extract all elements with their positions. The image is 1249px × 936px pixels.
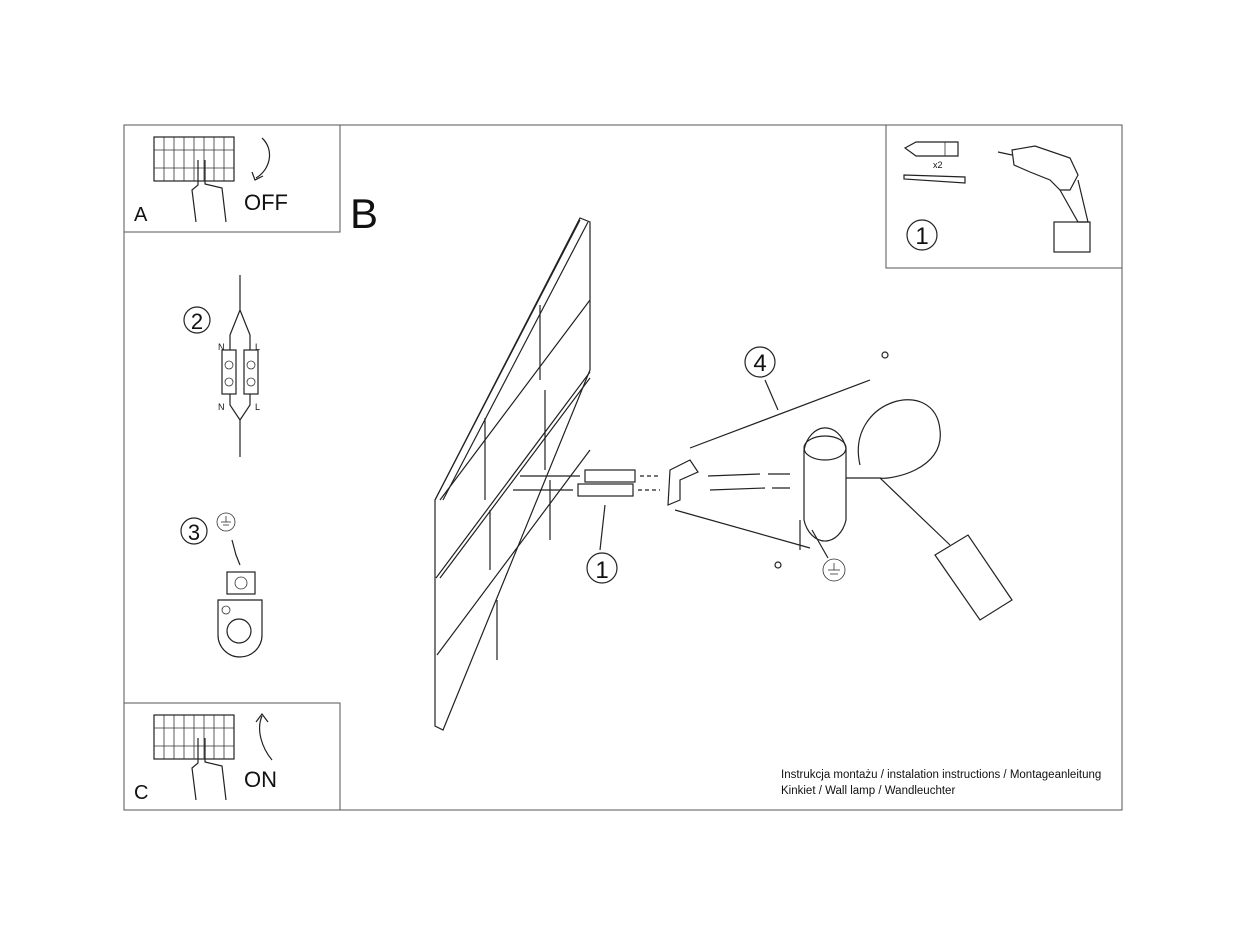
mounting-hardware xyxy=(513,459,790,551)
step-4-number: 4 xyxy=(753,350,766,377)
ground-icon xyxy=(822,558,846,582)
live-label: L xyxy=(255,402,260,412)
neutral-label: N xyxy=(218,342,225,352)
hand-icon xyxy=(191,160,227,223)
ground-terminal-diagram: 3 xyxy=(180,512,263,658)
panel-c: C ON xyxy=(123,702,341,811)
footer-caption: Instrukcja montażu / instalation instruc… xyxy=(781,767,1101,799)
step-1-callout-circle xyxy=(586,552,618,584)
live-label: L xyxy=(255,342,260,352)
neutral-label: N xyxy=(218,402,225,412)
on-label: ON xyxy=(244,767,277,792)
panel-a-letter: A xyxy=(134,204,148,226)
breaker-panel-icon xyxy=(153,136,235,182)
wall-plug-icon xyxy=(903,141,959,157)
drill-icon xyxy=(997,145,1091,253)
arrow-up-icon xyxy=(255,713,273,761)
quantity-label: x2 xyxy=(933,160,943,170)
panel-b-letter: B xyxy=(350,190,378,237)
panel-a: A OFF xyxy=(123,124,341,233)
wall-lamp-drawing xyxy=(674,351,1013,621)
breaker-panel-icon xyxy=(153,714,235,760)
step-4-circle xyxy=(744,346,776,378)
ground-icon xyxy=(216,512,236,532)
tools-panel: x2 1 xyxy=(885,124,1123,269)
arrow-down-icon xyxy=(251,137,271,181)
screw-icon xyxy=(903,174,966,184)
step-1-circle xyxy=(906,219,938,251)
hand-icon xyxy=(191,738,227,801)
wiring-connector-diagram: 2 N L N L xyxy=(183,275,260,457)
wall-tiles xyxy=(434,217,591,731)
step-1-number: 1 xyxy=(915,223,928,250)
step-2-number: 2 xyxy=(191,309,203,334)
footer-title: Instrukcja montażu / instalation instruc… xyxy=(781,769,1102,781)
panel-c-letter: C xyxy=(134,782,148,804)
step-3-number: 3 xyxy=(188,520,200,545)
step-1-callout-number: 1 xyxy=(595,557,608,584)
off-label: OFF xyxy=(244,190,288,215)
footer-subtitle: Kinkiet / Wall lamp / Wandleuchter xyxy=(781,785,956,797)
